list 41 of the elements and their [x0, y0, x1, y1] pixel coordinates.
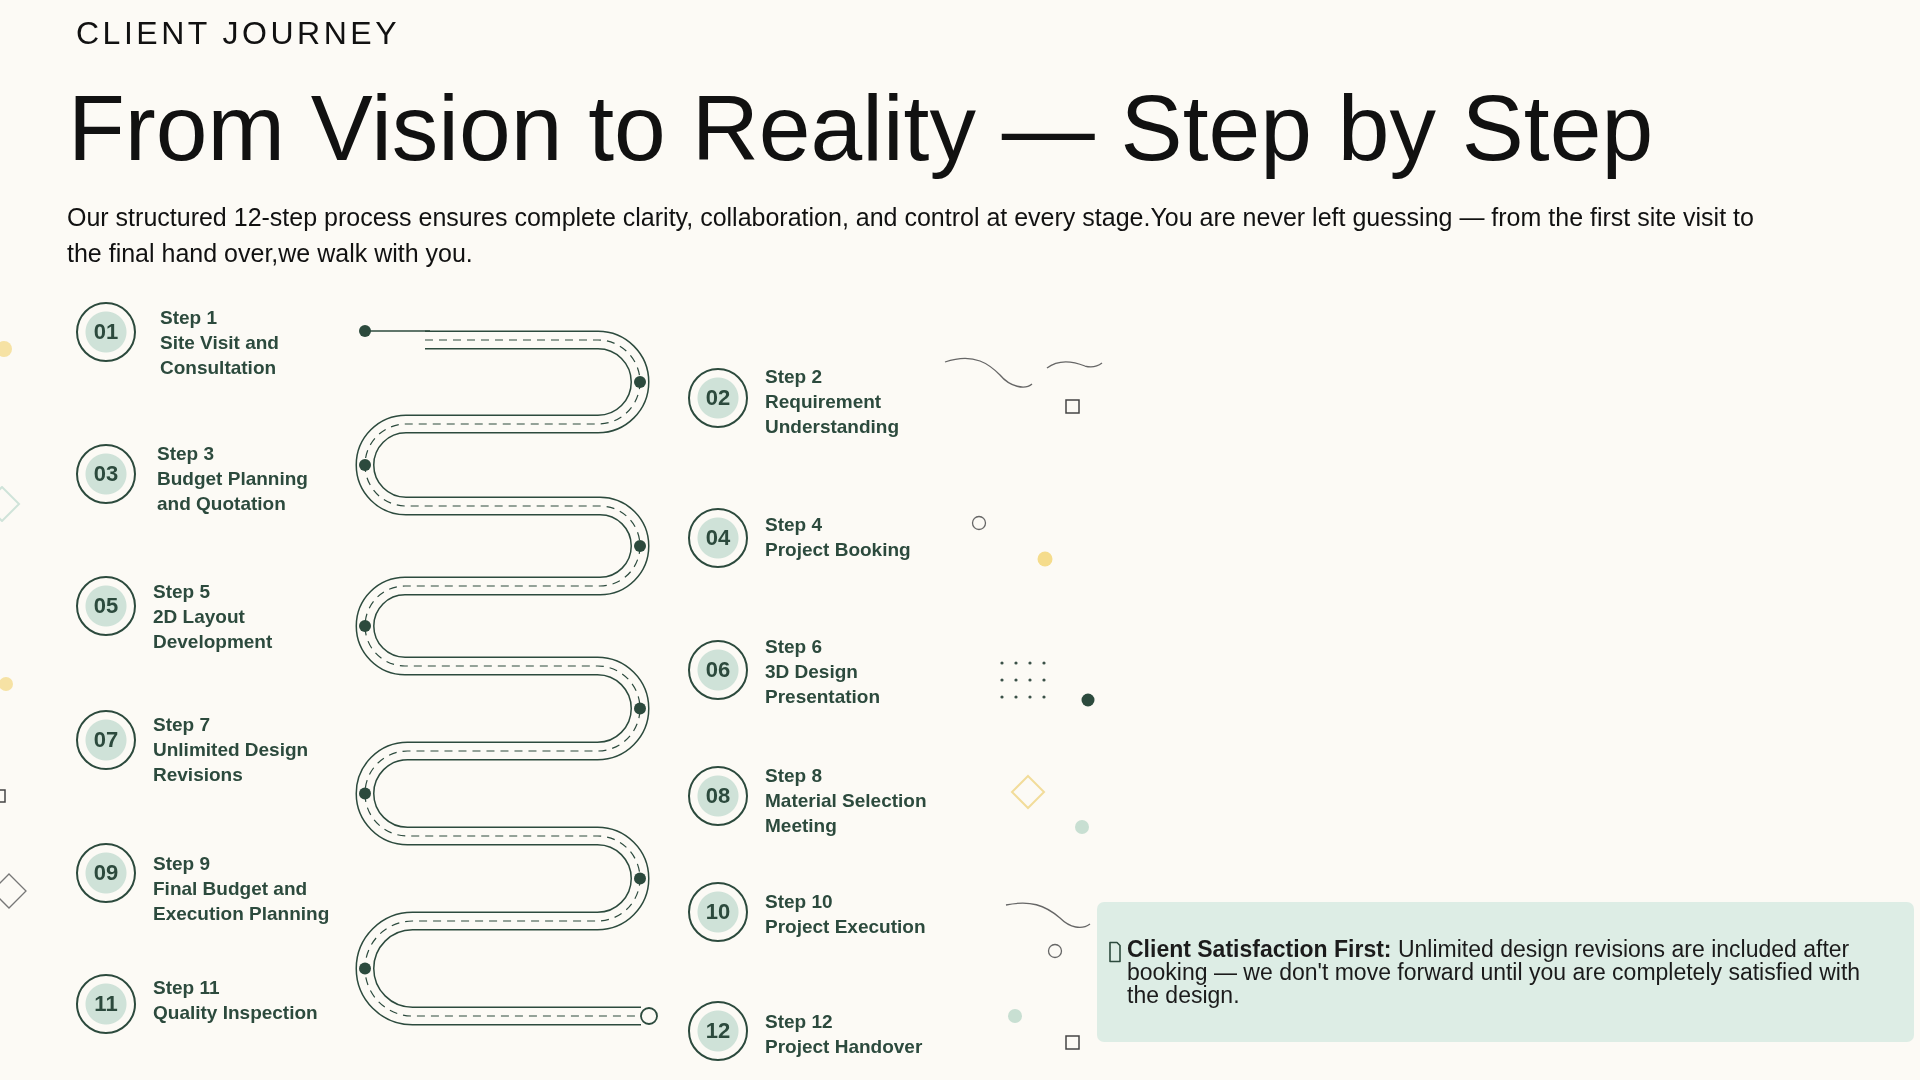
step-title: 3D Design Presentation — [765, 660, 882, 709]
step-label: Step 5 — [153, 580, 211, 604]
step-title: Material Selection Meeting — [765, 789, 928, 838]
step-number-marker: 11 — [76, 974, 136, 1034]
step-title: Project Handover — [765, 1035, 923, 1059]
step-title: Unlimited Design Revisions — [153, 738, 310, 787]
step-number-marker: 06 — [688, 640, 748, 700]
step-number-marker: 12 — [688, 1001, 748, 1061]
step-title: Final Budget and Execution Planning — [153, 877, 331, 926]
step-label: Step 8 — [765, 764, 823, 788]
step-title: Site Visit and Consultation — [160, 331, 280, 380]
section-label: CLIENT JOURNEY — [76, 15, 400, 52]
callout-panel — [1097, 902, 1914, 1042]
step-title: Requirement Understanding — [765, 390, 901, 439]
step-label: Step 4 — [765, 513, 823, 537]
step-number-marker: 09 — [76, 843, 136, 903]
step-number-marker: 10 — [688, 882, 748, 942]
step-label: Step 12 — [765, 1010, 833, 1034]
step-number-marker: 01 — [76, 302, 136, 362]
step-label: Step 3 — [157, 442, 215, 466]
page-title: From Vision to Reality — Step by Step — [68, 75, 1654, 182]
step-title: Quality Inspection — [153, 1001, 318, 1025]
intro-paragraph: Our structured 12-step process ensures complete clarity, collaboration, and control at every stage.You are never left guessing — from the first site visit to the final hand over,we walk with you. — [67, 202, 1755, 269]
step-label: Step 2 — [765, 365, 823, 389]
step-number-marker: 05 — [76, 576, 136, 636]
step-number-marker: 02 — [688, 368, 748, 428]
callout-text: Client Satisfaction First: Unlimited design revisions are included after booking — we don't move forward until you are completely satisfied with the design. — [1127, 938, 1862, 1007]
step-title: 2D Layout Development — [153, 605, 274, 654]
step-label: Step 11 — [153, 976, 220, 1000]
step-label: Step 1 — [160, 306, 218, 330]
step-number-marker: 03 — [76, 444, 136, 504]
step-label: Step 10 — [765, 890, 833, 914]
step-label: Step 6 — [765, 635, 823, 659]
step-number-marker: 08 — [688, 766, 748, 826]
step-number-marker: 04 — [688, 508, 748, 568]
step-number-marker: 07 — [76, 710, 136, 770]
step-label: Step 9 — [153, 852, 211, 876]
step-title: Budget Planning and Quotation — [157, 467, 309, 516]
step-title: Project Booking — [765, 538, 911, 562]
step-label: Step 7 — [153, 713, 211, 737]
step-title: Project Execution — [765, 915, 926, 939]
